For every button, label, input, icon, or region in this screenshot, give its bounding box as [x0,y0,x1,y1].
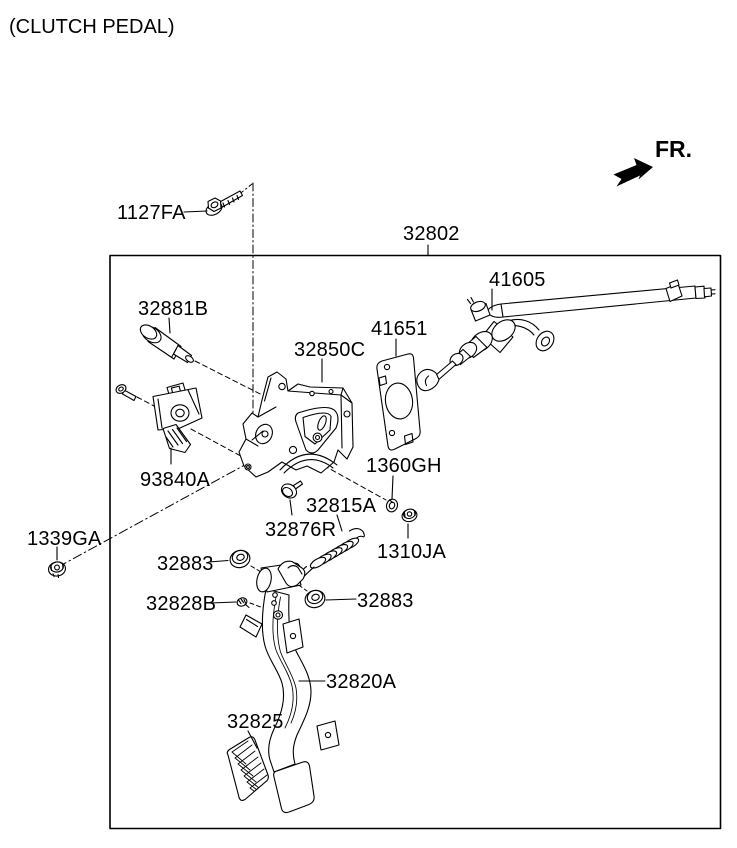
washer-bolt-drawing [205,190,244,216]
part-label-41651: 41651 [371,318,428,340]
fr-direction-arrow-icon [613,158,653,187]
pedal-pad-drawing [226,736,269,802]
part-label-1360gh: 1360GH [366,455,442,477]
pedal-arm-drawing [239,560,340,814]
clutch-switch-drawing [115,382,203,454]
clutch-master-cylinder-drawing [416,279,716,392]
assembly-border-box [109,254,722,830]
part-label-32820a: 32820A [326,671,397,693]
part-label-1339ga: 1339GA [27,528,102,550]
part-label-32876r: 32876R [265,519,337,541]
fr-direction-label: FR. [655,136,693,162]
part-label-32815a: 32815A [306,495,377,517]
return-spring-drawing [301,528,365,579]
pivot-bolt-drawing [280,480,304,499]
snap-ring-drawing [385,498,399,513]
part-label-32883-left: 32883 [157,553,214,575]
gasket-drawing [376,353,421,451]
part-label-1310ja: 1310JA [377,541,447,563]
part-label-32802: 32802 [403,223,460,245]
part-label-41605: 41605 [489,269,546,291]
nut-1339ga-drawing [47,561,67,579]
clip-drawing [236,597,250,609]
part-label-93840a: 93840A [140,469,211,491]
pedal-member-bracket-drawing [238,371,354,478]
part-label-1127fa: 1127FA [117,202,186,224]
bushing-left-drawing [229,549,251,569]
part-label-32828b: 32828B [146,593,217,615]
part-label-32825: 32825 [227,711,284,733]
clevis-pin-drawing [139,324,194,364]
part-label-32850c: 32850C [294,339,366,361]
nut-1310ja-drawing [401,508,418,523]
part-label-32883-right: 32883 [357,590,414,612]
leader-lines [56,210,493,749]
part-label-32881b: 32881B [138,298,209,320]
page-title: (CLUTCH PEDAL) [9,16,175,38]
bushing-right-drawing [304,589,326,609]
